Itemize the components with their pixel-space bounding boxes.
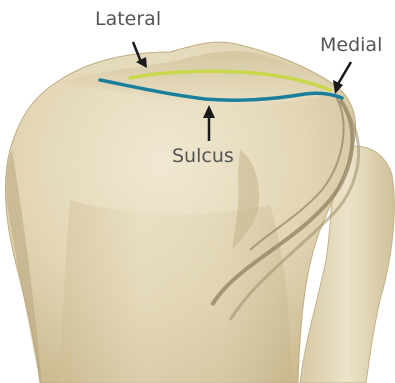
lateral-label: Lateral xyxy=(95,10,161,29)
sulcus-label: Sulcus xyxy=(172,147,234,166)
medial-label: Medial xyxy=(320,36,382,55)
medial-arrow xyxy=(333,62,351,94)
shaft-shading xyxy=(60,200,292,383)
